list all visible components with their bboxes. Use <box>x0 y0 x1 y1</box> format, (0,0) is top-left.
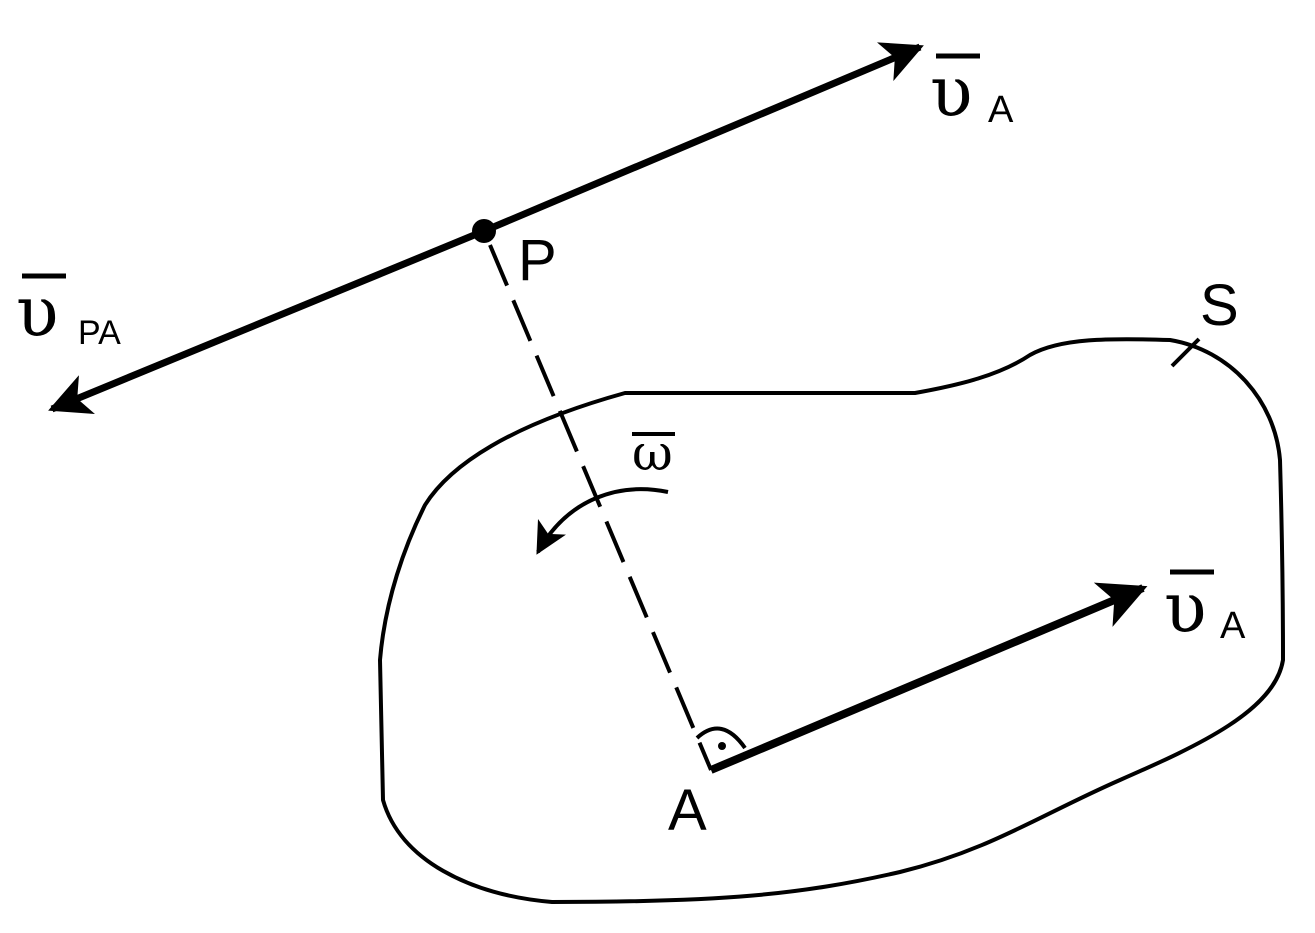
label-a: A <box>668 778 707 843</box>
svg-text:υ: υ <box>930 51 973 133</box>
body-s-tick <box>1170 337 1201 368</box>
label-v-a-at-a: υ A <box>1164 567 1246 649</box>
point-p-dot <box>472 219 496 243</box>
svg-text:A: A <box>988 89 1014 131</box>
omega-rotation-arrow <box>536 487 669 555</box>
label-v-pa: υ PA <box>16 271 121 353</box>
velocity-vector-v-a-at-a <box>709 582 1148 774</box>
right-angle-dot <box>718 742 726 750</box>
svg-text:A: A <box>1220 605 1246 647</box>
label-s: S <box>1200 273 1239 338</box>
velocity-vector-v-pa <box>48 227 486 415</box>
svg-text:υ: υ <box>1164 567 1207 649</box>
right-angle-marker <box>695 726 747 750</box>
svg-text:ω: ω <box>632 424 673 482</box>
rigid-body-outline <box>378 337 1285 904</box>
dashed-line-p-a <box>488 244 713 771</box>
svg-text:υ: υ <box>16 271 59 353</box>
label-omega: ω <box>632 424 675 482</box>
label-p: P <box>518 228 557 293</box>
label-v-a-top: υ A <box>930 51 1014 133</box>
svg-text:PA: PA <box>78 314 121 352</box>
velocity-vector-v-a-top <box>482 42 924 235</box>
